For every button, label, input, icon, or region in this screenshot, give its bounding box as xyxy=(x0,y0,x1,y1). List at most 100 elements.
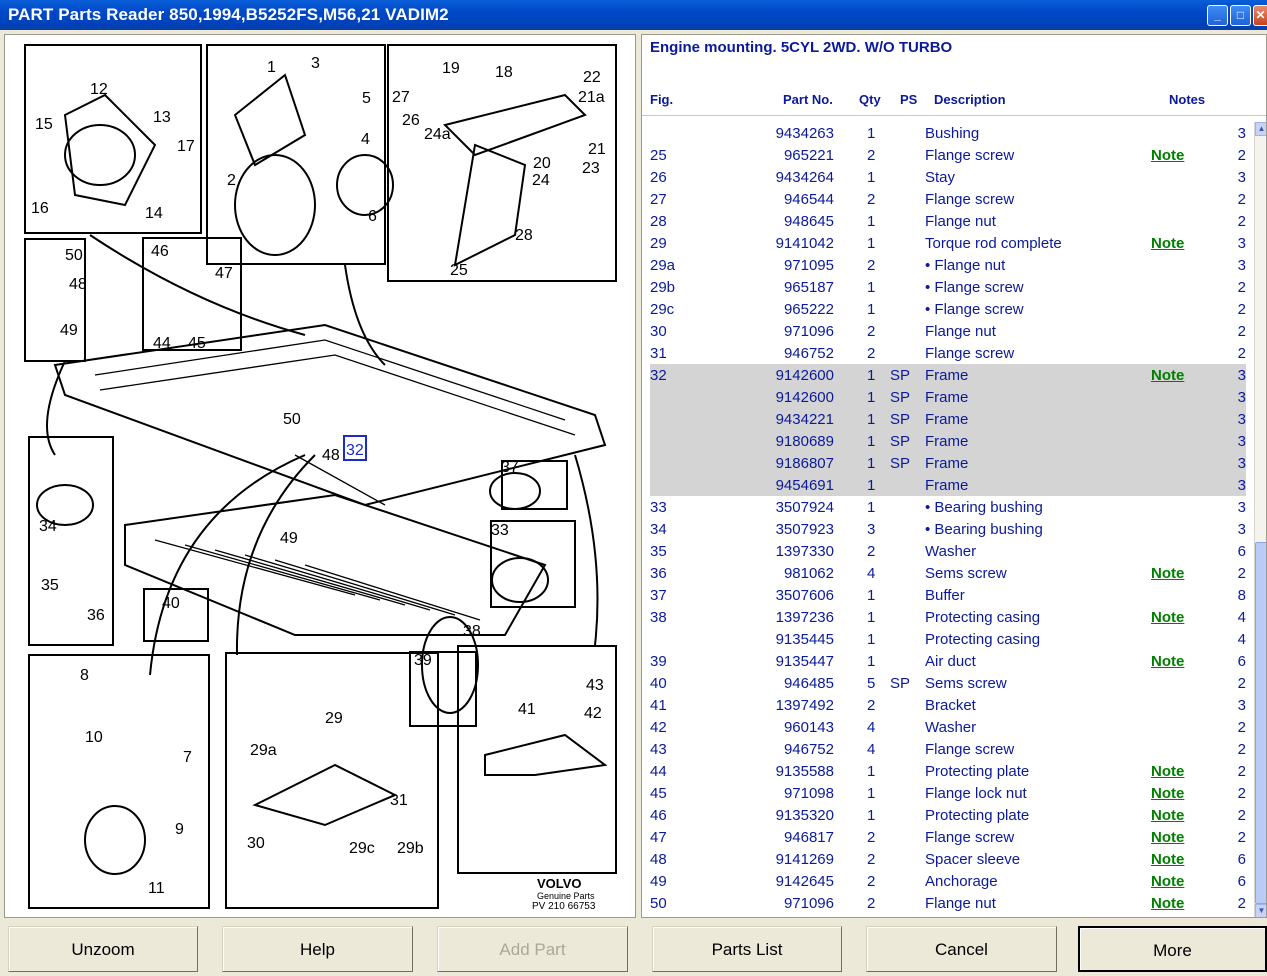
cell-qty: 5 xyxy=(867,675,876,692)
scroll-thumb[interactable] xyxy=(1255,542,1266,904)
note-link[interactable]: Note xyxy=(1151,763,1185,780)
cancel-button[interactable]: Cancel xyxy=(866,926,1057,972)
cell-ps: SP xyxy=(890,675,911,692)
note-link[interactable]: Note xyxy=(1151,367,1185,384)
more-button[interactable]: More xyxy=(1078,926,1267,972)
note-link[interactable]: Note xyxy=(1151,785,1185,802)
cell-description: • Flange screw xyxy=(925,301,1024,318)
callout-label: 44 xyxy=(153,335,171,352)
close-button[interactable]: ✕ xyxy=(1253,5,1267,26)
cell-part-no: 946817 xyxy=(783,829,834,846)
subframe-outline xyxy=(53,323,607,507)
cell-count: 2 xyxy=(1237,741,1246,758)
note-link[interactable]: Note xyxy=(1151,807,1185,824)
torque-rod-part xyxy=(252,763,398,827)
cell-part-no: 1397492 xyxy=(775,697,834,714)
cell-qty: 2 xyxy=(867,697,876,714)
cell-fig: 34 xyxy=(650,521,667,538)
note-link[interactable]: Note xyxy=(1151,895,1185,912)
cell-description: Spacer sleeve xyxy=(925,851,1021,868)
callout-label: 17 xyxy=(177,138,195,155)
inset-box xyxy=(457,645,617,874)
engine-bracket-part xyxy=(233,73,307,167)
callout-label: 16 xyxy=(31,200,49,217)
column-header-fig: Fig. xyxy=(650,92,674,107)
add-part-button[interactable]: Add Part xyxy=(437,926,628,972)
scroll-up-arrow-icon[interactable]: ▲ xyxy=(1255,122,1266,136)
cell-qty: 2 xyxy=(867,895,876,912)
cell-fig: 37 xyxy=(650,587,667,604)
cell-part-no: 9186807 xyxy=(775,455,834,472)
cell-description: • Flange screw xyxy=(925,279,1024,296)
note-link[interactable]: Note xyxy=(1151,147,1185,164)
note-link[interactable]: Note xyxy=(1151,873,1185,890)
unzoom-button[interactable]: Unzoom xyxy=(8,926,198,972)
minimize-button[interactable]: _ xyxy=(1207,5,1228,26)
note-link[interactable]: Note xyxy=(1151,829,1185,846)
callout-label: 15 xyxy=(35,116,53,133)
cell-description: • Bearing bushing xyxy=(925,521,1043,538)
callout-label: 28 xyxy=(515,227,533,244)
inset-box xyxy=(24,238,86,362)
note-link[interactable]: Note xyxy=(1151,653,1185,670)
cell-fig: 38 xyxy=(650,609,667,626)
parts-list-button[interactable]: Parts List xyxy=(652,926,842,972)
callout-label: 49 xyxy=(280,530,298,547)
cell-fig: 49 xyxy=(650,873,667,890)
cell-count: 3 xyxy=(1237,125,1246,142)
cell-qty: 2 xyxy=(867,851,876,868)
mount-part xyxy=(234,154,316,256)
vertical-scrollbar[interactable]: ▲ ▼ xyxy=(1254,122,1266,917)
cell-qty: 2 xyxy=(867,829,876,846)
scroll-down-arrow-icon[interactable]: ▼ xyxy=(1255,904,1266,917)
exploded-diagram[interactable]: 1234561213141516171819202121a22232424a25… xyxy=(5,35,636,918)
maximize-button[interactable]: □ xyxy=(1230,5,1251,26)
brand-logo: VOLVO xyxy=(537,876,582,891)
callout-label: 35 xyxy=(41,577,59,594)
note-link[interactable]: Note xyxy=(1151,851,1185,868)
cell-fig: 29 xyxy=(650,235,667,252)
help-button[interactable]: Help xyxy=(222,926,413,972)
note-link[interactable]: Note xyxy=(1151,609,1185,626)
note-link[interactable]: Note xyxy=(1151,565,1185,582)
note-link[interactable]: Note xyxy=(1151,235,1185,252)
